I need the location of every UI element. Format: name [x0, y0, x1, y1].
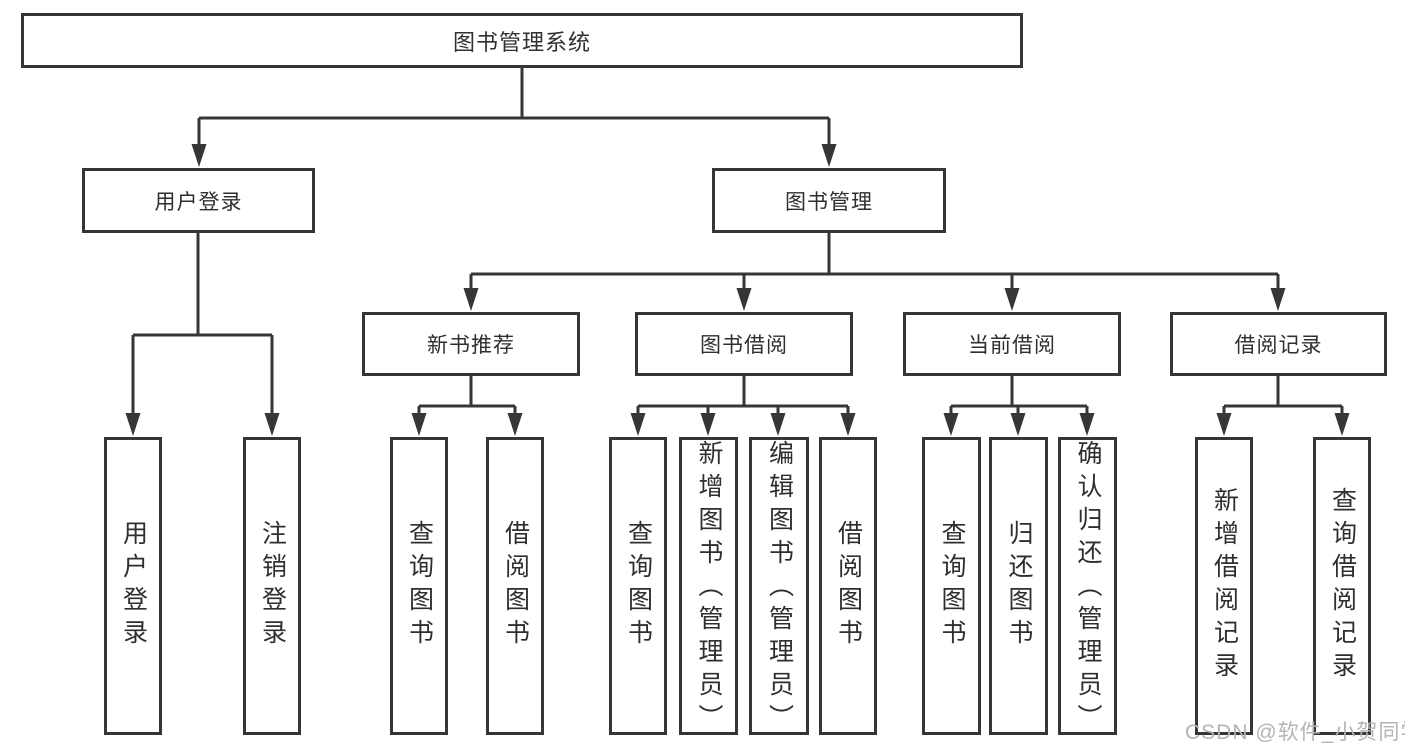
- leaf-bb-add-book-admin: 新增图书（管理员）: [679, 437, 738, 737]
- arrowhead-icon: [700, 413, 716, 436]
- leaf-br-query-record: 查询借阅记录: [1313, 437, 1371, 735]
- arrowhead-icon: [1216, 413, 1232, 436]
- leaf-br-query-record-label: 查询借阅记录: [1328, 487, 1357, 685]
- arrowhead-icon: [507, 413, 523, 436]
- leaf-rec-query-book-label: 查询图书: [405, 520, 434, 652]
- arrowheads: [125, 144, 1350, 436]
- node-book-borrowing: 图书借阅: [635, 312, 853, 376]
- watermark: CSDN @软件_小贺同学: [1185, 721, 1405, 744]
- arrowhead-icon: [463, 288, 479, 311]
- arrowhead-icon: [1004, 288, 1020, 311]
- arrowhead-icon: [630, 413, 646, 436]
- arrowhead-icon: [191, 144, 207, 167]
- leaf-cb-confirm-return-admin: 确认归还（管理员）: [1058, 437, 1117, 737]
- leaf-logout: 注销登录: [243, 437, 301, 735]
- arrowhead-icon: [736, 288, 752, 311]
- leaf-cb-query-book-label: 查询图书: [938, 520, 966, 652]
- node-new-book-recommend: 新书推荐: [362, 312, 580, 376]
- leaf-cb-query-book: 查询图书: [922, 437, 981, 735]
- arrowhead-icon: [264, 413, 280, 436]
- arrowhead-icon: [1010, 413, 1026, 436]
- leaf-br-add-record-label: 新增借阅记录: [1210, 487, 1239, 685]
- leaf-user-login-label: 用户登录: [119, 520, 148, 652]
- arrowhead-icon: [770, 413, 786, 436]
- node-user-login-label: 用户登录: [154, 190, 243, 214]
- arrowhead-icon: [1334, 413, 1350, 436]
- leaf-user-login: 用户登录: [104, 437, 162, 735]
- leaf-br-add-record: 新增借阅记录: [1195, 437, 1253, 735]
- node-root-label: 图书管理系统: [452, 29, 591, 55]
- arrowhead-icon: [840, 413, 856, 436]
- node-root-library-system: 图书管理系统: [21, 13, 1023, 68]
- node-user-login: 用户登录: [82, 168, 315, 233]
- arrowhead-icon: [1270, 288, 1286, 311]
- arrowhead-icon: [411, 413, 427, 436]
- leaf-rec-query-book: 查询图书: [390, 437, 448, 735]
- leaf-bb-add-book-admin-label: 新增图书（管理员）: [695, 440, 723, 737]
- leaf-bb-edit-book-admin-label: 编辑图书（管理员）: [765, 440, 794, 737]
- node-borrow-records-label: 借阅记录: [1234, 334, 1323, 357]
- leaf-cb-confirm-return-admin-label: 确认归还（管理员）: [1074, 440, 1102, 737]
- node-current-borrowing: 当前借阅: [903, 312, 1121, 376]
- leaf-cb-return-book: 归还图书: [989, 437, 1048, 735]
- node-new-book-recommend-label: 新书推荐: [427, 334, 515, 357]
- leaf-cb-return-book-label: 归还图书: [1005, 520, 1033, 652]
- leaf-bb-borrow-book-label: 借阅图书: [834, 520, 863, 652]
- arrowhead-icon: [821, 144, 837, 167]
- leaf-rec-borrow-book-label: 借阅图书: [501, 520, 530, 652]
- leaf-logout-label: 注销登录: [258, 520, 287, 652]
- arrowhead-icon: [1079, 413, 1095, 436]
- leaf-rec-borrow-book: 借阅图书: [486, 437, 544, 735]
- arrowhead-icon: [943, 413, 959, 436]
- leaf-bb-edit-book-admin: 编辑图书（管理员）: [749, 437, 809, 737]
- node-book-management: 图书管理: [712, 168, 946, 233]
- node-current-borrowing-label: 当前借阅: [968, 334, 1056, 357]
- leaf-bb-query-book: 查询图书: [609, 437, 667, 735]
- node-book-management-label: 图书管理: [785, 190, 873, 214]
- leaf-bb-query-book-label: 查询图书: [624, 520, 653, 652]
- leaf-bb-borrow-book: 借阅图书: [819, 437, 877, 735]
- node-borrow-records: 借阅记录: [1170, 312, 1387, 376]
- arrowhead-icon: [125, 413, 141, 436]
- node-book-borrowing-label: 图书借阅: [700, 334, 788, 357]
